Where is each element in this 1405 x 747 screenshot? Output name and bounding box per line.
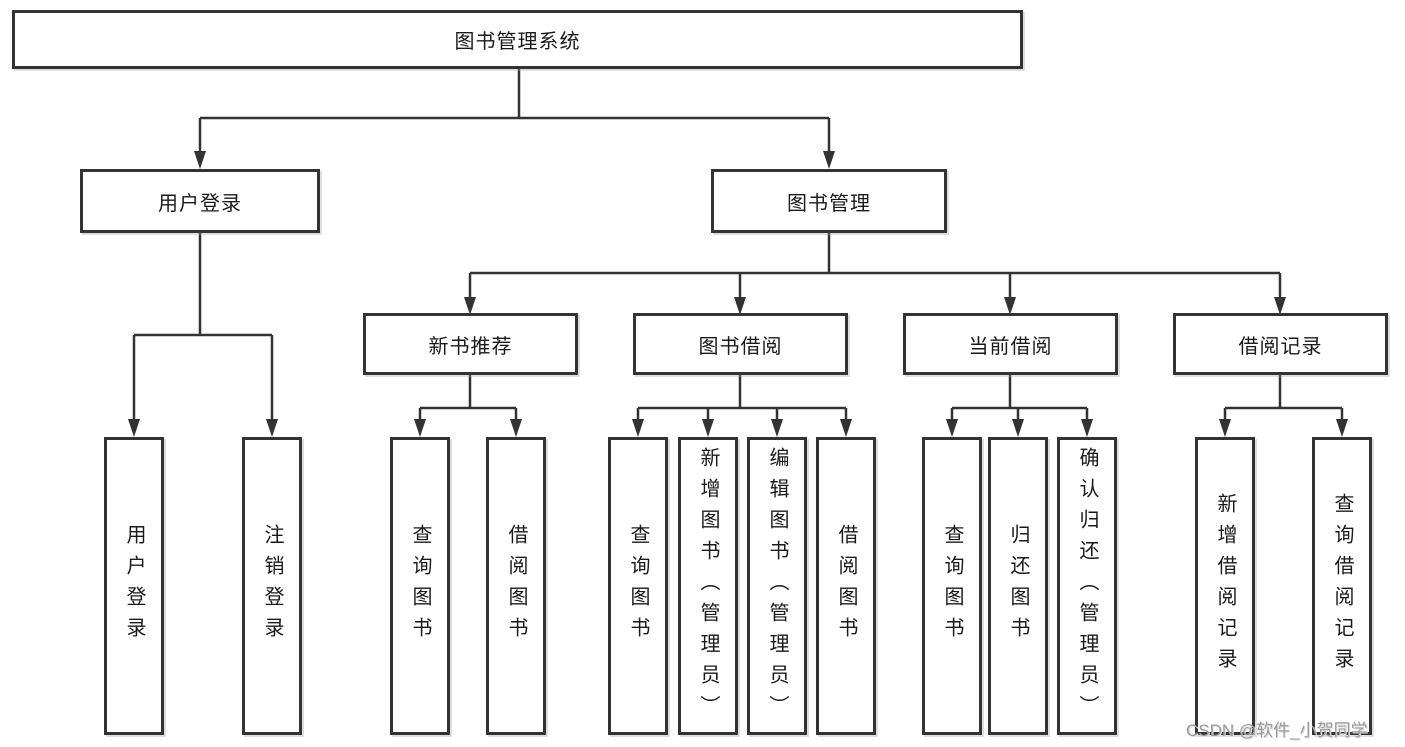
arrowhead [510, 419, 522, 437]
arrowhead [1004, 297, 1016, 315]
connector-current-borrow-children [946, 375, 1093, 437]
leaf-nbr-borrow-books: 借阅图书 [486, 437, 546, 735]
arrowhead [1081, 419, 1093, 437]
leaf-bb-borrow-books: 借阅图书 [816, 437, 876, 735]
node-borrow-records-label: 借阅记录 [1238, 335, 1323, 358]
leaf-logout-label: 注销登录 [261, 524, 283, 648]
leaf-br-add-record: 新增借阅记录 [1195, 437, 1255, 735]
leaf-user-login-label: 用户登录 [123, 524, 145, 648]
leaf-cb-query-books-label: 查询图书 [941, 524, 963, 648]
leaf-cb-confirm-return: 确认归还（管理员） [1057, 437, 1117, 735]
node-book-mgmt-label: 图书管理 [787, 192, 871, 215]
connector-root-to-level2 [194, 69, 835, 169]
node-book-borrow: 图书借阅 [633, 313, 848, 375]
arrowhead [771, 419, 783, 437]
leaf-br-query-record: 查询借阅记录 [1312, 437, 1372, 735]
node-borrow-records: 借阅记录 [1173, 313, 1388, 375]
leaf-bb-edit-books: 编辑图书（管理员） [747, 437, 807, 735]
leaf-cb-confirm-return-label: 确认归还（管理员） [1076, 446, 1098, 726]
connector-new-book-rec-children [414, 375, 522, 437]
leaf-nbr-query-books-label: 查询图书 [409, 524, 431, 648]
arrowhead [1012, 419, 1024, 437]
arrowhead [464, 297, 476, 315]
node-user-login-label: 用户登录 [158, 192, 242, 215]
leaf-cb-return-books-label: 归还图书 [1007, 524, 1029, 648]
arrowhead [266, 419, 278, 437]
connector-borrow-records-children [1219, 375, 1348, 437]
arrowhead [632, 419, 644, 437]
leaf-bb-add-books: 新增图书（管理员） [678, 437, 738, 735]
connector-user-login-children [128, 232, 278, 437]
node-book-borrow-label: 图书借阅 [698, 335, 783, 358]
arrowhead [1336, 419, 1348, 437]
leaf-br-query-record-label: 查询借阅记录 [1331, 493, 1353, 679]
node-user-login: 用户登录 [80, 169, 320, 233]
leaf-cb-return-books: 归还图书 [988, 437, 1048, 735]
leaf-bb-query-books-label: 查询图书 [627, 524, 649, 648]
node-current-borrow-label: 当前借阅 [968, 335, 1053, 358]
node-current-borrow: 当前借阅 [903, 313, 1118, 375]
arrowhead [702, 419, 714, 437]
node-root-label: 图书管理系统 [454, 31, 581, 53]
node-new-book-rec: 新书推荐 [363, 313, 578, 375]
leaf-bb-add-books-label: 新增图书（管理员） [697, 446, 719, 726]
arrowhead [946, 419, 958, 437]
leaf-bb-borrow-books-label: 借阅图书 [835, 524, 857, 648]
leaf-user-login: 用户登录 [104, 437, 164, 735]
arrowhead [1219, 419, 1231, 437]
arrowhead [128, 419, 140, 437]
connector-book-borrow-children [632, 375, 852, 437]
arrowhead [823, 151, 835, 169]
leaf-bb-query-books: 查询图书 [608, 437, 668, 735]
node-book-mgmt: 图书管理 [711, 169, 947, 233]
leaf-br-add-record-label: 新增借阅记录 [1214, 493, 1236, 679]
arrowhead [194, 151, 206, 169]
arrowhead [840, 419, 852, 437]
arrowhead [734, 297, 746, 315]
arrowhead [414, 419, 426, 437]
leaf-cb-query-books: 查询图书 [922, 437, 982, 735]
leaf-nbr-query-books: 查询图书 [390, 437, 450, 735]
leaf-logout: 注销登录 [242, 437, 302, 735]
node-new-book-rec-label: 新书推荐 [428, 335, 513, 358]
leaf-bb-edit-books-label: 编辑图书（管理员） [766, 446, 788, 726]
arrowhead [1274, 297, 1286, 315]
watermark: CSDN @软件_小贺同学 [1186, 721, 1368, 740]
connector-book-mgmt-children [464, 232, 1286, 315]
leaf-nbr-borrow-books-label: 借阅图书 [505, 524, 527, 648]
node-root: 图书管理系统 [12, 10, 1023, 69]
